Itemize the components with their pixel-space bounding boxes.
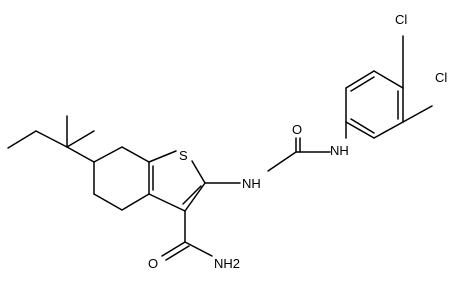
- cyclohexene-ring: [93, 146, 150, 211]
- amine-nh2-label: NH2: [214, 256, 240, 271]
- meta-chlorine-label: Cl: [435, 70, 447, 85]
- bond: [148, 150, 177, 163]
- amide-oxygen-label: O: [148, 256, 158, 271]
- thiophene-ring: [148, 150, 206, 212]
- carboxamide-group: [161, 210, 213, 261]
- bond: [267, 151, 297, 172]
- bond: [184, 182, 206, 212]
- bond: [93, 193, 123, 211]
- bond: [191, 160, 206, 184]
- bond: [165, 245, 190, 261]
- urea-linker: [204, 137, 331, 184]
- bond: [184, 241, 213, 257]
- bond: [148, 193, 186, 212]
- bond: [350, 76, 375, 92]
- bond: [345, 121, 375, 139]
- dichlorophenyl-ring: [345, 35, 433, 139]
- bond: [161, 241, 186, 257]
- bond: [66, 130, 95, 148]
- para-chlorine-label: Cl: [395, 12, 407, 27]
- bond: [345, 70, 375, 89]
- bond: [121, 193, 150, 211]
- bond: [121, 146, 150, 163]
- aryl-nh-label: NH: [330, 143, 349, 158]
- bond: [402, 105, 433, 123]
- tert-pentyl-group: [7, 115, 95, 163]
- ring-nh-label: NH: [242, 176, 261, 191]
- sulfur-atom-label: S: [179, 148, 188, 163]
- urea-oxygen-label: O: [292, 122, 302, 137]
- bond: [373, 70, 404, 89]
- bond: [373, 121, 404, 139]
- bond: [66, 146, 95, 163]
- bond: [93, 146, 123, 163]
- bond: [7, 130, 37, 149]
- bond: [350, 118, 375, 134]
- bond: [35, 130, 68, 148]
- bond: [182, 185, 202, 205]
